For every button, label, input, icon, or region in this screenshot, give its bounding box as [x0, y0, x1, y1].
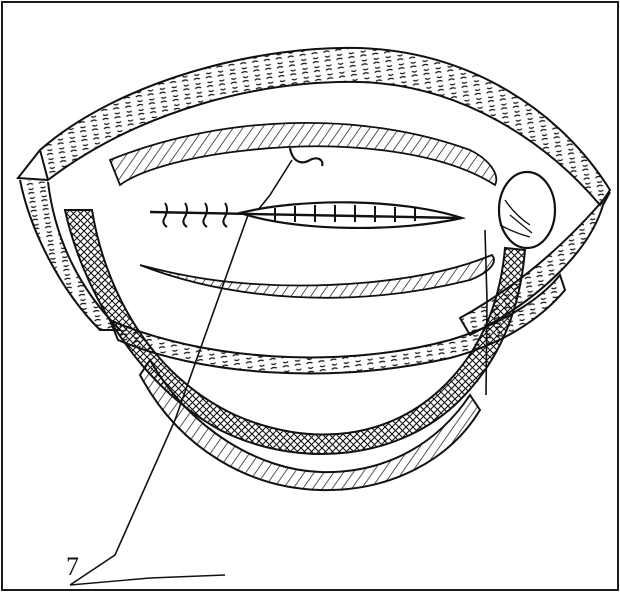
callout-number-7: 7: [66, 552, 79, 581]
callout-underline: [70, 575, 225, 585]
upper-muscle-band: [110, 123, 496, 185]
retractor-stem: [258, 160, 292, 210]
lower-muscle-band: [140, 255, 494, 298]
retractor-hook: [290, 148, 322, 166]
